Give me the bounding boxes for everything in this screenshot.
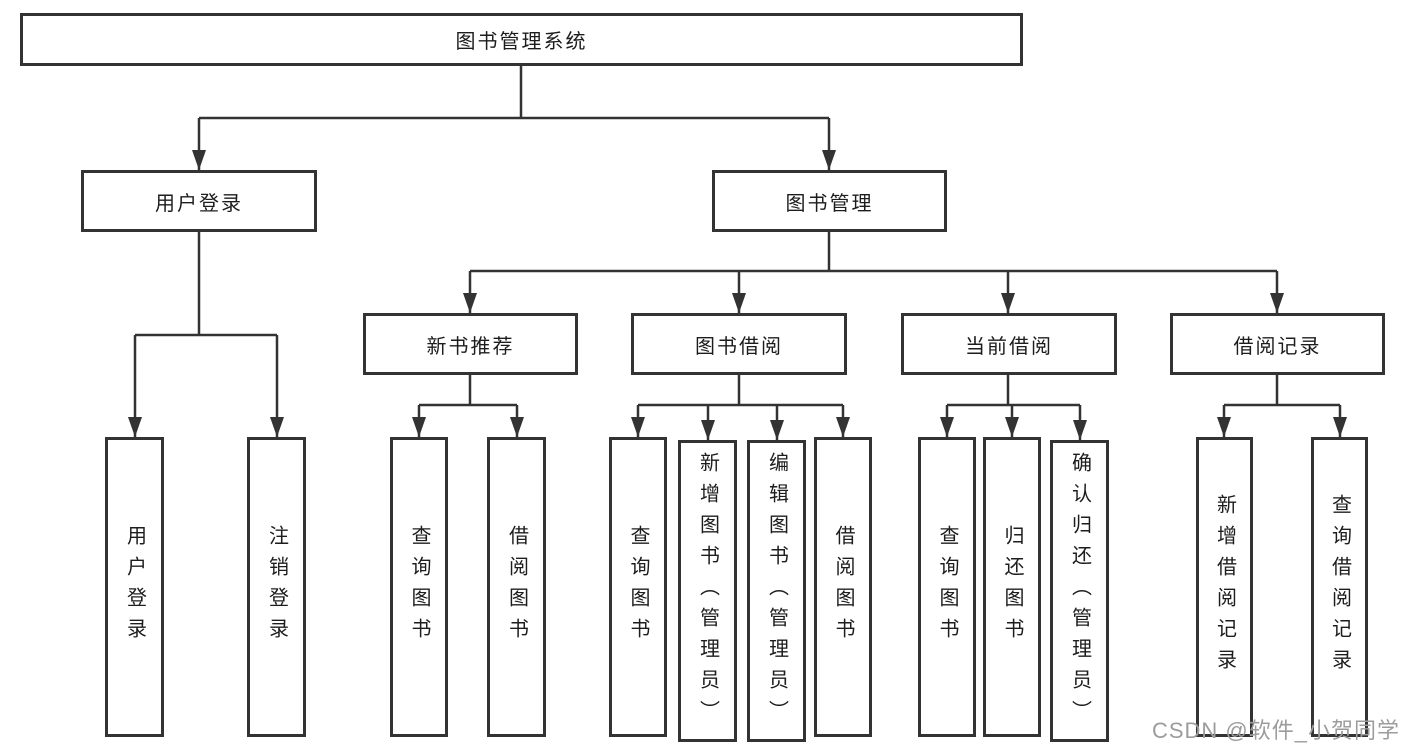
node-book-lend-label: 图书借阅 bbox=[695, 335, 783, 358]
node-leaf-query-book-rec: 查询图书 bbox=[390, 437, 448, 737]
node-leaf-confirm-return-label: 确认归还（管理员） bbox=[1068, 451, 1091, 731]
node-leaf-user-login: 用户登录 bbox=[105, 437, 164, 737]
node-leaf-query-book-current: 查询图书 bbox=[918, 437, 976, 737]
node-leaf-edit-book: 编辑图书（管理员） bbox=[747, 440, 806, 742]
node-new-book-rec-label: 新书推荐 bbox=[426, 335, 515, 358]
node-leaf-confirm-return: 确认归还（管理员） bbox=[1050, 440, 1109, 742]
edge-user-login-split bbox=[135, 232, 277, 337]
node-leaf-query-record: 查询借阅记录 bbox=[1311, 437, 1368, 737]
edge-lend-records-split bbox=[1224, 375, 1340, 407]
edge-root-split bbox=[199, 66, 829, 120]
node-new-book-rec: 新书推荐 bbox=[363, 313, 578, 375]
edge-book-lend-split bbox=[638, 375, 843, 407]
node-leaf-query-book-current-label: 查询图书 bbox=[936, 525, 958, 649]
node-library-system-label: 图书管理系统 bbox=[455, 31, 588, 53]
node-leaf-query-book-lend-label: 查询图书 bbox=[627, 525, 649, 649]
node-leaf-borrow-book-lend: 借阅图书 bbox=[814, 437, 872, 737]
node-book-mgmt-label: 图书管理 bbox=[785, 192, 874, 215]
node-leaf-logout: 注销登录 bbox=[247, 437, 306, 737]
node-leaf-add-book: 新增图书（管理员） bbox=[678, 440, 737, 742]
node-leaf-add-record-label: 新增借阅记录 bbox=[1213, 494, 1236, 680]
node-library-system: 图书管理系统 bbox=[20, 13, 1023, 66]
edge-new-book-rec-split bbox=[419, 375, 517, 407]
node-current-lend-label: 当前借阅 bbox=[965, 335, 1053, 358]
node-leaf-query-record-label: 查询借阅记录 bbox=[1328, 494, 1351, 680]
node-leaf-return-book: 归还图书 bbox=[983, 437, 1041, 737]
node-leaf-edit-book-label: 编辑图书（管理员） bbox=[765, 451, 788, 731]
node-leaf-query-book-lend: 查询图书 bbox=[609, 437, 667, 737]
edge-current-lend-split bbox=[947, 375, 1080, 407]
node-lend-records: 借阅记录 bbox=[1170, 313, 1385, 375]
csdn-watermark: CSDN @软件_小贺同学 bbox=[1151, 718, 1400, 743]
node-book-mgmt: 图书管理 bbox=[712, 170, 947, 232]
node-user-login-label: 用户登录 bbox=[155, 192, 243, 215]
node-current-lend: 当前借阅 bbox=[901, 313, 1117, 375]
edge-book-mgmt-split bbox=[470, 232, 1277, 273]
node-leaf-logout-label: 注销登录 bbox=[265, 525, 288, 649]
node-leaf-query-book-rec-label: 查询图书 bbox=[408, 525, 430, 649]
node-leaf-borrow-book-rec-label: 借阅图书 bbox=[505, 525, 528, 649]
node-leaf-add-record: 新增借阅记录 bbox=[1196, 437, 1253, 737]
node-user-login: 用户登录 bbox=[81, 170, 317, 232]
node-leaf-user-login-label: 用户登录 bbox=[123, 525, 146, 649]
node-lend-records-label: 借阅记录 bbox=[1233, 335, 1322, 358]
node-leaf-borrow-book-rec: 借阅图书 bbox=[487, 437, 546, 737]
node-leaf-borrow-book-lend-label: 借阅图书 bbox=[832, 525, 854, 649]
node-leaf-add-book-label: 新增图书（管理员） bbox=[696, 451, 719, 731]
node-book-lend: 图书借阅 bbox=[631, 313, 847, 375]
node-leaf-return-book-label: 归还图书 bbox=[1001, 525, 1023, 649]
